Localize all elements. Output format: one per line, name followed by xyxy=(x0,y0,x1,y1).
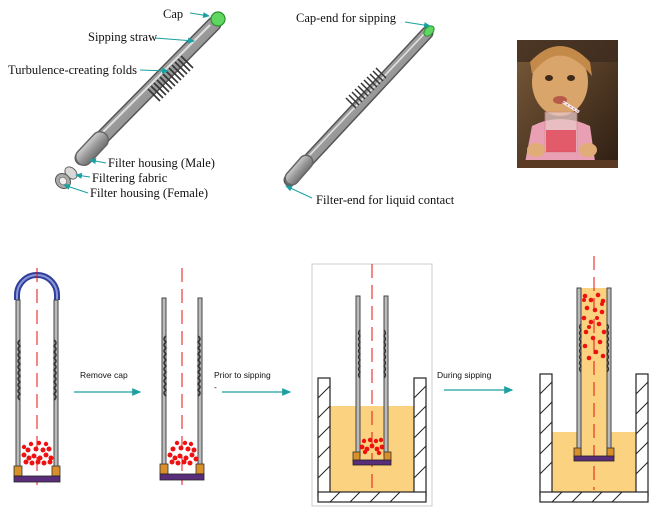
cap-green xyxy=(210,11,226,27)
assembled-folds xyxy=(345,67,387,109)
stage-1-capped-straw xyxy=(13,268,61,485)
stage-3-in-liquid xyxy=(311,263,433,507)
top-middle-leaders xyxy=(285,21,431,199)
filter-housing-male-part xyxy=(75,131,109,166)
label-remove-cap: Remove cap xyxy=(80,370,128,380)
label-filter-housing-male: Filter housing (Male) xyxy=(108,156,215,170)
label-filter-end: Filter-end for liquid contact xyxy=(316,193,455,207)
label-filtering-fabric: Filtering fabric xyxy=(92,171,168,185)
label-sipping-straw: Sipping straw xyxy=(88,30,157,44)
label-cap: Cap xyxy=(163,7,183,21)
label-prior-to-sipping: Prior to sipping xyxy=(214,370,271,380)
cap-end-green xyxy=(423,25,435,37)
top-left-leaders xyxy=(63,12,210,194)
photo-child-sipping xyxy=(517,40,618,168)
label-cap-end: Cap-end for sipping xyxy=(296,11,397,25)
label-filter-housing-female: Filter housing (Female) xyxy=(90,186,208,200)
label-turbulence-folds: Turbulence-creating folds xyxy=(8,63,137,77)
assembled-straw xyxy=(283,25,435,187)
label-prior-dash: - xyxy=(214,382,217,392)
turbulence-folds xyxy=(147,55,194,102)
stage-2-uncapped-straw xyxy=(159,268,205,485)
label-during-sipping: During sipping xyxy=(437,370,492,380)
stage-4-during-sipping xyxy=(539,256,649,503)
